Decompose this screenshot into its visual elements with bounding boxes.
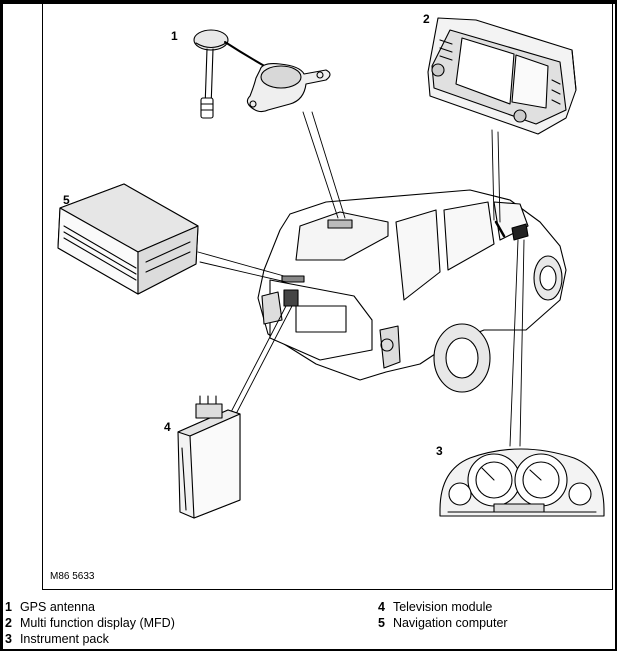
legend-label: Television module <box>392 600 493 614</box>
legend-right-column: 4 Television module 5 Navigation compute… <box>378 599 508 631</box>
callout-2: 2 <box>423 12 430 26</box>
frame-bottom-border <box>0 649 617 651</box>
vehicle-icon <box>257 189 567 393</box>
figure-reference: M86 5633 <box>50 571 95 582</box>
leader-lines <box>197 111 525 447</box>
legend-left-column: 1 GPS antenna 2 Multi function display (… <box>5 599 175 647</box>
gps-antenna-icon <box>193 29 331 119</box>
legend-item-navigation-computer: 5 Navigation computer <box>378 615 508 631</box>
frame-left-border <box>0 0 3 651</box>
mfd-unit-icon <box>427 17 577 135</box>
legend-label: Instrument pack <box>19 632 109 646</box>
legend-number: 4 <box>378 600 385 614</box>
callout-1: 1 <box>171 29 178 43</box>
legend-number: 5 <box>378 616 385 630</box>
navigation-computer-icon <box>57 183 199 295</box>
legend-number: 2 <box>5 616 12 630</box>
frame-right-border <box>615 0 617 651</box>
television-module-icon <box>177 395 241 519</box>
legend-number: 3 <box>5 632 12 646</box>
frame-top-border <box>0 0 617 4</box>
legend-item-instrument-pack: 3 Instrument pack <box>5 631 175 647</box>
legend-label: Navigation computer <box>392 616 508 630</box>
component-diagram: 1 2 3 4 5 <box>57 12 605 519</box>
callout-5: 5 <box>63 193 70 207</box>
illustration-panel <box>42 4 613 590</box>
legend-item-mfd: 2 Multi function display (MFD) <box>5 615 175 631</box>
instrument-pack-icon <box>439 448 605 517</box>
legend-label: GPS antenna <box>19 600 96 614</box>
legend-item-gps-antenna: 1 GPS antenna <box>5 599 175 615</box>
callout-4: 4 <box>164 420 171 434</box>
legend-number: 1 <box>5 600 12 614</box>
callout-3: 3 <box>436 444 443 458</box>
legend-label: Multi function display (MFD) <box>19 616 175 630</box>
legend-item-television-module: 4 Television module <box>378 599 508 615</box>
